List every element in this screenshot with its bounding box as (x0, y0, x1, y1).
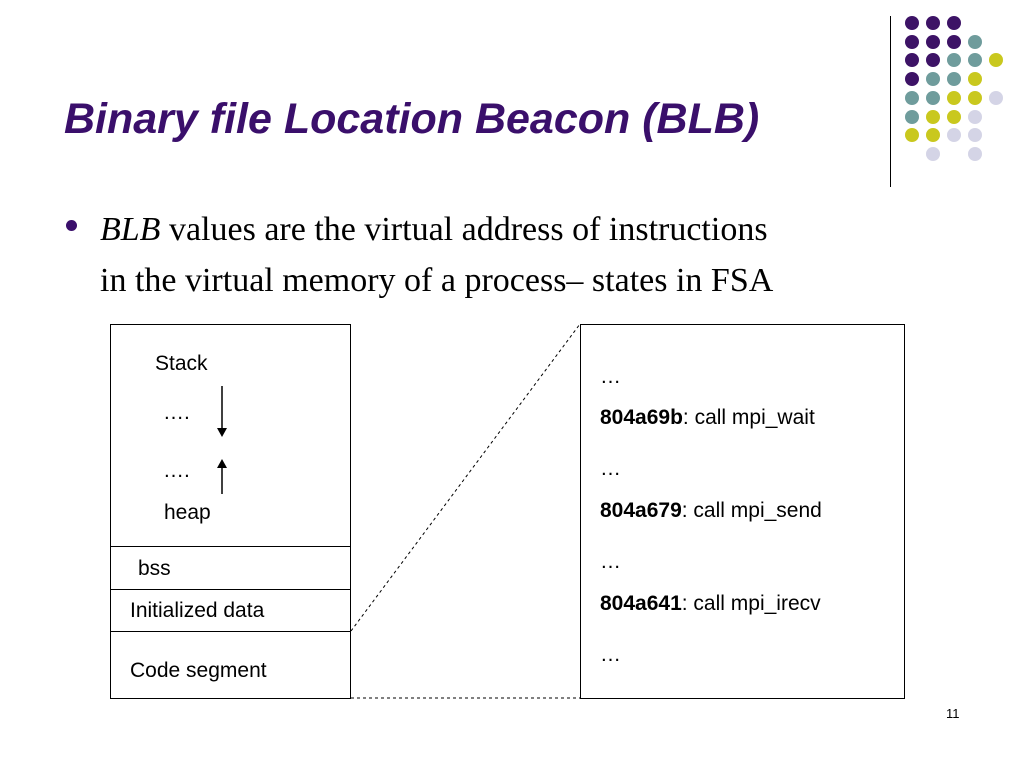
bullet-line-1-rest: values are the virtual address of instru… (160, 211, 768, 248)
code-line-ellipsis: … (600, 643, 621, 666)
code-line-ellipsis: … (600, 457, 621, 480)
instruction-text: : call mpi_irecv (681, 592, 821, 615)
decoration-dot (968, 90, 982, 105)
decoration-dot (926, 146, 940, 161)
decoration-dot (947, 16, 961, 30)
decoration-dot (947, 34, 961, 49)
decoration-dot (905, 109, 919, 124)
bss-data-divider (110, 589, 351, 590)
decoration-dot (947, 109, 961, 124)
decoration-dot (905, 16, 919, 30)
decoration-dot (968, 128, 982, 143)
decoration-dot (926, 90, 940, 105)
code-segment-label: Code segment (130, 659, 267, 682)
decoration-dot (926, 72, 940, 87)
decoration-dot (968, 72, 982, 87)
decoration-dot (926, 16, 940, 30)
stack-ellipsis: …. (163, 401, 190, 424)
initialized-data-label: Initialized data (130, 599, 265, 622)
instruction-text: : call mpi_wait (682, 406, 815, 429)
decoration-dot (905, 53, 919, 68)
data-code-divider (110, 631, 351, 632)
bullet-term: BLB (100, 211, 161, 248)
decoration-dot (989, 53, 1003, 68)
decoration-dot (968, 34, 982, 49)
decoration-dot (947, 72, 961, 87)
instruction-address: 804a679 (600, 499, 682, 522)
decoration-dot (926, 53, 940, 68)
code-line-ellipsis: … (600, 365, 621, 388)
instruction-address: 804a641 (600, 592, 682, 615)
bullet-icon (66, 220, 77, 231)
decoration-dot (905, 72, 919, 87)
bullet-line-2: in the virtual memory of a process– stat… (100, 262, 774, 299)
instruction-text: : call mpi_send (681, 499, 822, 522)
stack-down-arrowhead (217, 428, 227, 437)
title-divider-line (890, 16, 891, 187)
decoration-dot (968, 109, 982, 124)
decoration-dot (968, 53, 982, 68)
bullet-text: BLB values are the virtual address of in… (100, 204, 970, 306)
decoration-dot (926, 34, 940, 49)
code-line-instruction: 804a69b: call mpi_wait (600, 407, 815, 428)
stack-label: Stack (155, 352, 208, 375)
instruction-address: 804a69b (600, 406, 683, 429)
decoration-dot (905, 128, 919, 143)
slide-title: Binary file Location Beacon (BLB) (64, 95, 760, 143)
decoration-dot (905, 90, 919, 105)
zoom-line-top (350, 323, 581, 632)
decoration-dot (926, 128, 940, 143)
code-line-instruction: 804a641: call mpi_irecv (600, 593, 821, 614)
bss-label: bss (138, 557, 171, 580)
decoration-dot (968, 146, 982, 161)
decoration-dot (989, 90, 1003, 105)
heap-label: heap (164, 501, 211, 524)
decoration-dot (947, 90, 961, 105)
decoration-dot (926, 109, 940, 124)
decoration-dot (947, 128, 961, 143)
heap-bss-divider (110, 546, 351, 547)
bullet-line-1: BLB values are the virtual address of in… (100, 204, 970, 255)
page-number: 11 (946, 706, 960, 721)
decoration-dot (947, 53, 961, 68)
code-line-instruction: 804a679: call mpi_send (600, 500, 822, 521)
heap-ellipsis: …. (163, 459, 190, 482)
code-listing-box (580, 324, 905, 699)
decoration-dot (905, 34, 919, 49)
heap-up-arrowhead (217, 459, 227, 468)
memory-layout-box (110, 324, 351, 699)
code-line-ellipsis: … (600, 550, 621, 573)
